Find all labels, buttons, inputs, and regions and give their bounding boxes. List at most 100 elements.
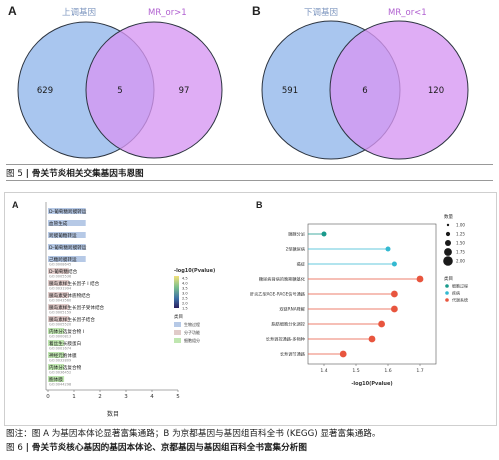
kegg-count-label: 1.50 — [456, 241, 465, 246]
go-colorbar-tick: 2.5 — [182, 297, 188, 301]
go-bar-label: 胰岛素样生长因子受体结合 — [49, 304, 105, 311]
go-bar-id: GO:0044298 — [49, 383, 71, 387]
go-x-tick-label: 1 — [72, 394, 76, 400]
go-colorbar-tick: 3.0 — [182, 292, 188, 296]
venn-b-right-label: MR_or<1 — [388, 8, 427, 18]
go-colorbar-title: -log10(Pvalue) — [174, 268, 215, 274]
kegg-pathway-label: 2型糖尿病 — [286, 246, 305, 253]
kegg-dot — [391, 261, 397, 267]
fig6-note: 图注：图 A 为基因本体论显著富集通路；B 为京都基因与基因组百科全书 (KEG… — [6, 429, 381, 439]
go-bar — [48, 316, 69, 322]
go-x-tick-label: 2 — [98, 394, 102, 400]
kegg-pathway-label: 糖尿病肾病的晚期糖基化 — [259, 276, 306, 283]
venn-diagram-a: 上调基因 MR_or>1 629 5 97 — [17, 7, 223, 159]
fig5-caption-text: 骨关节炎相关交集基因韦恩图 — [31, 169, 144, 179]
go-bar-id: GO:0005536 — [49, 275, 71, 279]
go-colorbar-tick: 4.0 — [182, 282, 188, 286]
kegg-dot — [385, 246, 391, 252]
kegg-pathway-label: 双链RNA降解 — [279, 306, 305, 313]
venn-b-right-circle — [329, 20, 469, 160]
go-bar-label: D-葡萄糖结合 — [49, 268, 78, 275]
kegg-category-label: 疾病 — [452, 290, 460, 296]
kegg-category-dot — [445, 298, 449, 302]
go-bar — [48, 208, 86, 214]
go-bar — [48, 280, 69, 286]
kegg-pathway-label: 长寿调控通路-多物种 — [266, 336, 305, 343]
go-bar — [48, 340, 65, 346]
go-x-tick-label: 5 — [176, 394, 180, 400]
go-bar-id: GO:0032809 — [49, 359, 71, 363]
kegg-count-dot — [445, 240, 451, 246]
kegg-count-legend-title: 数量 — [444, 213, 453, 220]
go-bar-id: GO:0001674 — [49, 347, 72, 351]
go-bar — [48, 352, 65, 358]
kegg-count-label: 2.00 — [456, 259, 465, 264]
go-bar — [48, 292, 69, 298]
go-bar-id: GO:0043560 — [49, 299, 71, 303]
fig6-caption-text: 骨关节炎核心基因的基因本体论、京都基因与基因组百科全书富集分析图 — [31, 443, 307, 453]
go-category-label: 细胞组分 — [184, 337, 200, 343]
kegg-x-tick-label: 1.4 — [320, 368, 327, 374]
go-bar-label: 血管生成 — [49, 220, 68, 227]
go-bar-id: GO:0005520 — [49, 323, 71, 327]
venn-b-left-label: 下调基因 — [304, 7, 338, 18]
go-bar — [48, 328, 65, 334]
venn-a-left-label: 上调基因 — [62, 7, 96, 18]
kegg-x-tick-label: 1.6 — [384, 368, 391, 374]
go-category-legend-title: 类目 — [174, 313, 183, 320]
go-colorbar-tick: 4.5 — [182, 277, 188, 281]
kegg-count-dot — [444, 248, 452, 256]
venn-a-intersection-count: 5 — [117, 86, 122, 96]
go-bar-id: GO:0008645 — [49, 263, 71, 267]
go-colorbar — [174, 276, 179, 308]
kegg-category-label: 代谢系统 — [452, 297, 468, 303]
kegg-category-label: 细胞过程 — [452, 283, 468, 289]
go-category-swatch — [174, 322, 181, 327]
fig6-caption: 图 6 | 骨关节炎核心基因的基因本体论、京都基因与基因组百科全书富集分析图 — [6, 443, 307, 453]
kegg-count-dot — [443, 256, 453, 266]
go-x-tick-label: 3 — [124, 394, 128, 400]
venn-a-left-count: 629 — [37, 86, 53, 96]
go-colorbar-tick: 2.0 — [182, 302, 188, 306]
fig6-outer-frame — [4, 192, 497, 426]
go-category-swatch — [174, 330, 181, 335]
venn-a-right-count: 97 — [179, 86, 190, 96]
kegg-category-dot — [445, 284, 449, 288]
kegg-count-dot — [446, 223, 450, 227]
go-bar — [48, 364, 65, 370]
go-x-tick-label: 4 — [150, 394, 154, 400]
kegg-x-tick-label: 1.7 — [416, 368, 423, 374]
go-category-label: 分子功能 — [184, 329, 200, 335]
kegg-pathway-label: 癌症 — [297, 261, 306, 268]
venn-b-left-count: 591 — [282, 86, 298, 96]
go-bar — [48, 220, 86, 226]
go-xlabel: 数目 — [107, 410, 119, 418]
kegg-category-legend-title: 类目 — [444, 275, 453, 282]
go-colorbar-tick: 1.5 — [182, 307, 188, 311]
go-category-label: 生物过程 — [184, 321, 200, 327]
go-bar-label: 着丝生长膜蛋白 — [49, 340, 81, 347]
go-bar-id: GO:0036452 — [49, 371, 71, 375]
go-bar-label: 内体分选复合物 — [49, 364, 82, 371]
kegg-dot — [391, 305, 398, 313]
go-bar-label: 胰岛素样生长因子结合 — [49, 316, 95, 323]
kegg-lollipop-chart: 胰腺分泌2型糖尿病癌症糖尿病肾病的晚期糖基化肝炎乙型AGE-RAGE信号通路双链… — [250, 213, 468, 387]
go-bar-id: GO:0000813 — [49, 335, 71, 339]
go-bars: D-葡萄糖跨膜转运血管生成跨膜葡糖转运D-葡萄糖跨膜转运己糖跨膜转运GO:000… — [48, 208, 105, 387]
go-bar-label: 己糖跨膜转运 — [49, 256, 77, 263]
venn-diagram-b: 下调基因 MR_or<1 591 6 120 — [261, 7, 469, 160]
kegg-pathway-label: 长寿调节通路 — [280, 351, 306, 358]
go-bar — [48, 304, 69, 310]
kegg-dot — [378, 320, 385, 328]
go-bar-label: D-葡萄糖跨膜转运 — [49, 244, 87, 251]
go-bar — [48, 256, 86, 262]
fig5-caption-rule-bottom — [6, 180, 493, 181]
go-bar-label: 胰岛素样生长因子 I 结合 — [49, 280, 100, 287]
go-bar-label: 跨膜葡糖转运 — [49, 232, 77, 239]
fig5-panel-a-letter: A — [8, 4, 17, 18]
venn-b-right-count: 120 — [428, 86, 444, 96]
